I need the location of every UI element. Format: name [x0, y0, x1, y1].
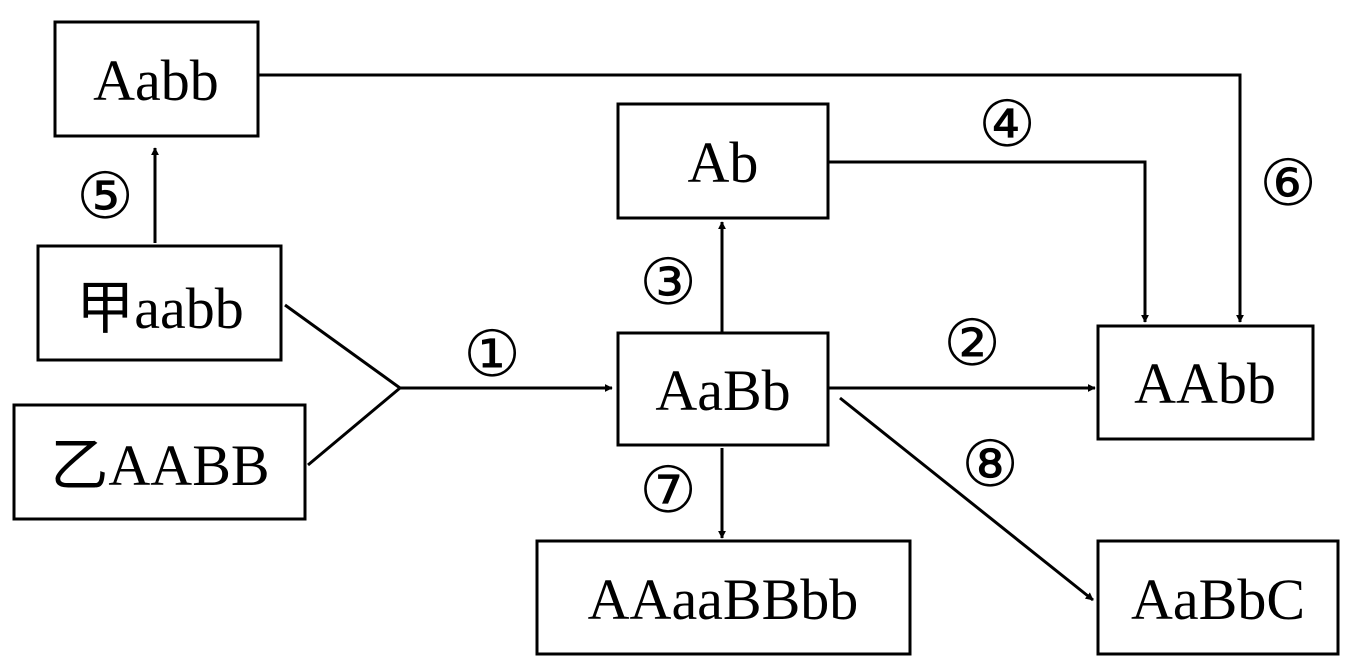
node-aabb-right: AAbb	[1096, 324, 1315, 441]
step-label-3: ③	[639, 246, 696, 320]
node-label: 甲aabb	[76, 276, 244, 341]
node-label: Aabb	[93, 48, 219, 113]
node-aabb-mid: AaBb	[616, 331, 830, 447]
edge-step8	[839, 396, 1094, 602]
step-label-4: ④	[978, 88, 1035, 162]
edge-jia-to-junction	[284, 303, 401, 390]
node-ab: Ab	[616, 102, 830, 220]
step-label-7: ⑦	[639, 454, 696, 528]
step-label-1: ①	[463, 318, 520, 392]
edge-step4	[828, 160, 1149, 323]
node-label: Ab	[688, 130, 759, 195]
node-label: AAaaBBbb	[588, 567, 859, 632]
node-aabbc: AaBbC	[1096, 539, 1340, 656]
edge-yi-to-junction	[307, 386, 401, 467]
step-label-2: ②	[943, 307, 1000, 381]
node-label: 乙AABB	[50, 433, 269, 498]
node-aaaabbbb: AAaaBBbb	[535, 539, 912, 656]
step-label-5: ⑤	[76, 160, 133, 234]
node-label: AaBbC	[1131, 567, 1305, 632]
node-aabb-top: Aabb	[53, 20, 260, 138]
node-label: AAbb	[1134, 351, 1276, 416]
step-label-8: ⑧	[961, 428, 1018, 502]
node-jia: 甲aabb	[36, 244, 283, 362]
node-yi: 乙AABB	[12, 403, 307, 521]
node-label: AaBb	[655, 358, 790, 423]
edge-step6	[258, 73, 1244, 323]
step-label-6: ⑥	[1259, 147, 1316, 221]
